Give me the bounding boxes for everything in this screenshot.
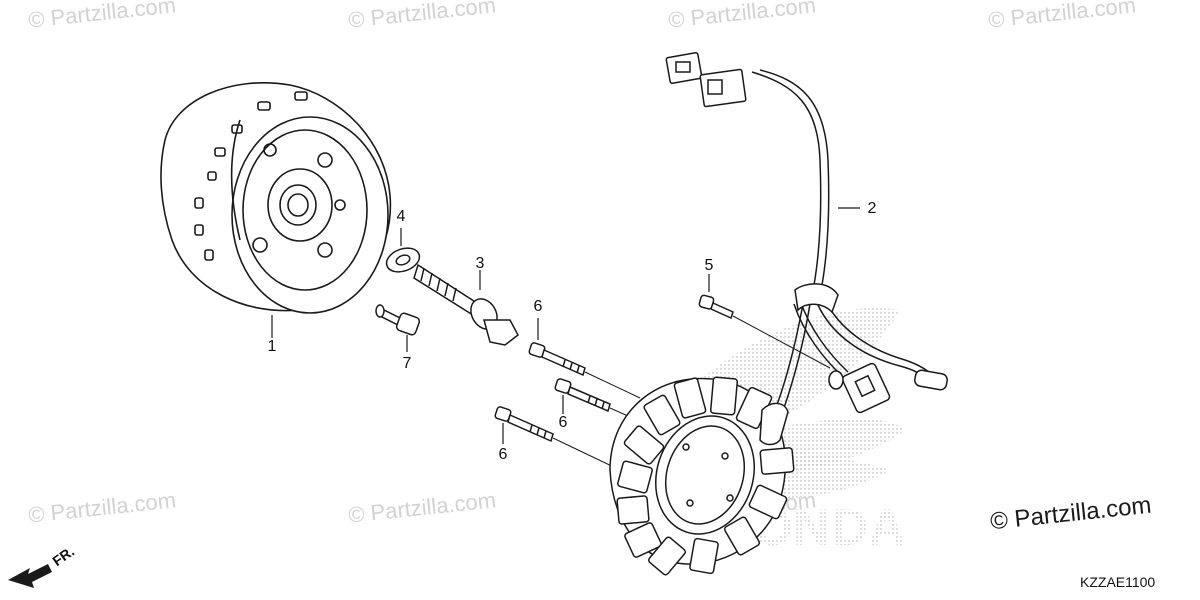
connector-upper-left xyxy=(665,51,703,85)
callout-6a: 6 xyxy=(533,298,543,315)
bolt-6c-part xyxy=(494,406,554,443)
connector-pulser xyxy=(828,362,891,414)
connector-end-terminal xyxy=(914,369,948,391)
front-arrow-icon xyxy=(8,564,52,588)
bolt-6a-part xyxy=(528,342,586,377)
callout-2: 2 xyxy=(867,200,877,217)
connector-upper-right xyxy=(699,68,747,108)
callout-7: 7 xyxy=(402,355,412,372)
callout-6c: 6 xyxy=(498,446,508,463)
harness-clamp xyxy=(794,283,839,314)
flywheel-part xyxy=(160,81,392,314)
small-bolt-7-part xyxy=(375,304,421,336)
callout-4: 4 xyxy=(396,208,406,225)
stator-grommet xyxy=(759,402,789,446)
bolt-6b-part xyxy=(554,378,611,413)
flange-bolt-part xyxy=(413,263,519,346)
callout-3: 3 xyxy=(475,255,485,272)
stator-part xyxy=(609,376,795,576)
bolt-5-part xyxy=(698,294,734,320)
callout-5: 5 xyxy=(704,257,714,274)
washer-part xyxy=(385,247,421,273)
diagram-code: KZZAE1100 xyxy=(1080,574,1156,590)
callout-6b: 6 xyxy=(558,414,568,431)
callout-1: 1 xyxy=(267,338,277,355)
